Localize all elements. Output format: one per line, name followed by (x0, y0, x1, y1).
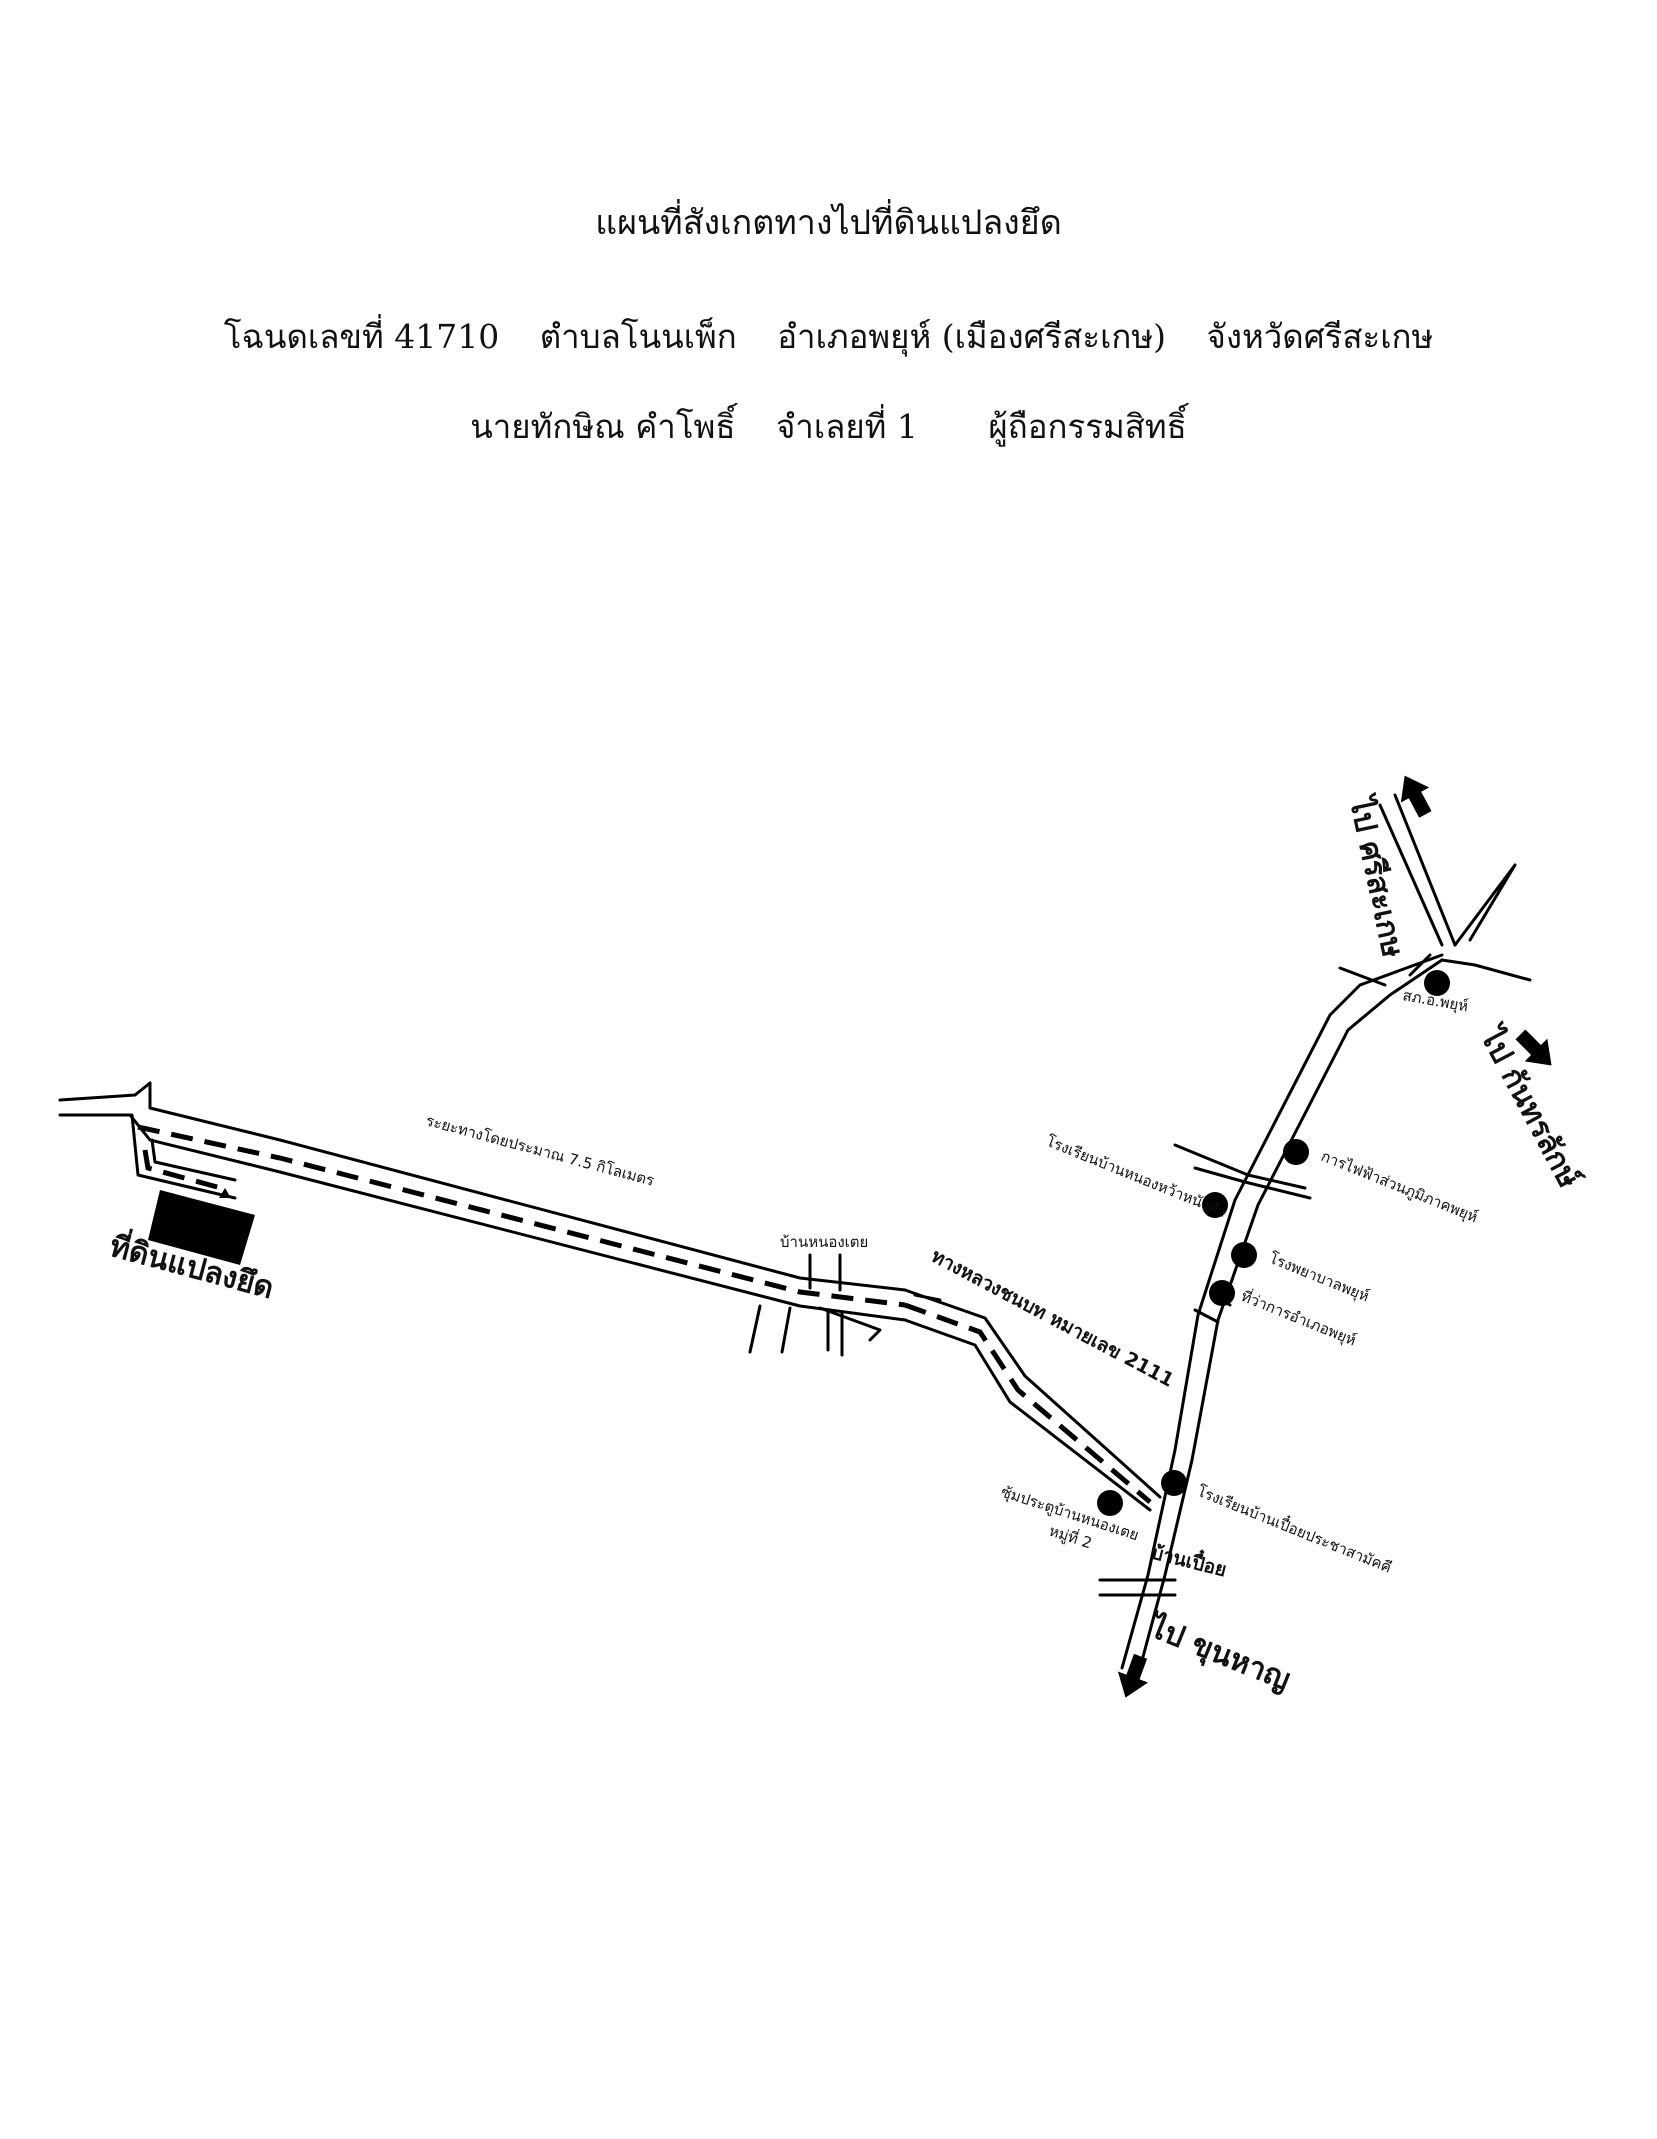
nongtoei-village-label: บ้านหนองเตย (780, 1233, 868, 1251)
banpuea-village-label: บ้านเปื๋อย (1149, 1538, 1230, 1582)
school-nongsa-label: โรงเรียนบ้านหนองหว้าหนังคำ (1044, 1132, 1230, 1221)
parcel-access-road (130, 1113, 237, 1200)
defendant-number: จำเลยที่ 1 (775, 407, 918, 446)
landmark-dot-hospital (1231, 1242, 1257, 1268)
arrow-to-kanthararak-icon (1515, 1029, 1552, 1066)
deed-number: โฉนดเลขที่ 41710 (223, 317, 500, 356)
landmark-dot-police (1424, 970, 1450, 996)
main-junction-crossbar (1338, 953, 1432, 987)
route-dashes-west (137, 1124, 906, 1308)
distance-label: ระยะทางโดยประมาณ 7.5 กิโลเมตร (424, 1111, 656, 1189)
landmark-dot-arch (1097, 1490, 1123, 1516)
electricity-label: การไฟฟ้าส่วนภูมิภาคพยุห์ (1318, 1147, 1480, 1227)
highway-label: ทางหลวงชนบท หมายเลข 2111 (928, 1245, 1178, 1392)
landmark-dot-school-puea (1161, 1470, 1187, 1496)
road-to-banpuea-top-edge (903, 1288, 1162, 1499)
banpuea-crossroad (1098, 1578, 1177, 1597)
arrow-to-khunhan-icon (1117, 1653, 1149, 1698)
route-dashes-access (142, 1149, 229, 1193)
road-west-bottom-edge (58, 1113, 907, 1322)
main-road-west-edge (1120, 953, 1444, 1670)
nongtoei-cross-roads (748, 1253, 942, 1357)
sisaket-road (1378, 793, 1457, 947)
road-west-top-edge (58, 1081, 907, 1292)
province: จังหวัดศรีสะเกษ (1206, 317, 1434, 356)
kanthararak-road (1440, 863, 1532, 982)
to-khunhan-label: ไป ขุนหาญ (1142, 1608, 1296, 1699)
owner-role: ผู้ถือกรรมสิทธิ์ (988, 407, 1187, 446)
landmark-dot-electricity (1283, 1139, 1309, 1165)
parcel-block (148, 1190, 255, 1265)
parcel-pointer-arrow (219, 1188, 231, 1198)
landmark-dot-school-nongsa (1202, 1192, 1228, 1218)
to-sisaket-label: ไป ศรีสะเกษ (1342, 791, 1412, 960)
hospital-label: โรงพยาบาลพยุห์ (1266, 1249, 1372, 1306)
school-crossroad (1173, 1143, 1312, 1200)
police-label: สภ.อ.พยุห์ (1401, 986, 1469, 1016)
route-dashes-east (904, 1302, 1152, 1504)
subdistrict: ตำบลโนนเพ็ก (539, 317, 737, 356)
map-title: แผนที่สังเกตทางไปที่ดินแปลงยึด (595, 203, 1062, 243)
owner-name: นายทักษิณ คำโพธิ์ (470, 407, 736, 446)
district: อำเภอพยุห์ (เมืองศรีสะเกษ) (777, 317, 1167, 356)
road-to-banpuea-bottom-edge (903, 1318, 1152, 1512)
owner-info-line: นายทักษิณ คำโพธิ์ จำเลยที่ 1 ผู้ถือกรรมส… (0, 400, 1657, 453)
landmark-dot-district-office (1209, 1280, 1235, 1306)
arrow-to-sisaket-icon (1400, 775, 1432, 818)
deed-info-line: โฉนดเลขที่ 41710 ตำบลโนนเพ็ก อำเภอพยุห์ … (0, 310, 1657, 363)
